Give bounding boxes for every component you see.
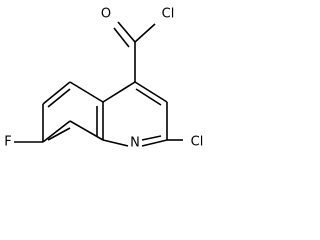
atom-labels: O Cl F N Cl xyxy=(4,7,203,151)
bond-lines xyxy=(14,21,183,147)
bond-carbonyl-o xyxy=(117,21,136,43)
bond-c4-c3 xyxy=(134,81,168,103)
bond-c5-c5-inner xyxy=(47,88,71,108)
bond-c2-n1 xyxy=(141,139,168,147)
fluorine-label: F xyxy=(4,135,11,150)
nitrogen-label: N xyxy=(130,136,140,151)
bond-c6-c5 xyxy=(42,81,71,105)
oxygen-label: O xyxy=(101,7,111,22)
bond-carbonyl-cl xyxy=(134,23,156,43)
bond-c2-n1-inner xyxy=(141,135,162,141)
bond-c8a-c8 xyxy=(69,120,104,141)
ring-chlorine-label: Cl xyxy=(191,135,204,150)
bond-carbonyl-o-second xyxy=(113,27,130,48)
bond-c4a-c4 xyxy=(102,81,136,103)
acyl-chlorine-label: Cl xyxy=(162,7,175,22)
molecule-structure: O Cl F N Cl xyxy=(4,7,203,151)
bond-c5-c4a xyxy=(69,81,104,103)
bond-c8-c7 xyxy=(42,120,71,143)
bond-n1-c8a xyxy=(102,139,129,147)
bond-c4-c3-inner xyxy=(135,88,162,106)
bond-c8-c7-inner xyxy=(47,127,71,141)
